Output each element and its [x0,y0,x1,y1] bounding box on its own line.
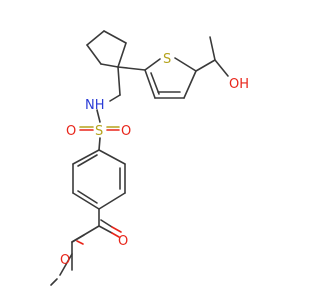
bond [72,149,100,165]
bond [100,219,113,228]
bond [195,59,216,72]
bond [98,137,101,151]
bond [111,232,120,238]
bond [150,72,160,95]
bond [59,253,73,276]
molecule-structure: NH S O O S OH O O [50,30,249,286]
thiophene-s-label: S [163,52,171,67]
bond [98,192,126,210]
bond [103,30,127,44]
carbonyl-o-label: O [118,234,128,249]
bond [71,234,85,243]
hydroxyl-label: OH [229,77,249,92]
bonds [71,30,229,271]
bond [117,42,127,68]
nh-label: NH [85,98,105,113]
atom-labels: NH S O O S OH O O [60,52,249,268]
bond [144,58,161,71]
sulfonyl-s-label: S [95,124,103,139]
bond [72,192,100,210]
bond [117,66,146,71]
bond [183,70,197,99]
bond [77,154,98,167]
bond [209,36,216,61]
bond [109,94,121,102]
bond [50,278,58,286]
bond [174,57,197,72]
bond [96,109,101,123]
bond [100,63,119,68]
bond [144,69,156,99]
bond [214,59,229,77]
bond [77,190,98,204]
sulfonyl-o-right-label: O [121,124,131,139]
bond [76,240,84,245]
ester-bonds [59,234,85,276]
ester-o-label: O [60,253,70,268]
bond [86,30,105,46]
bond [117,66,121,96]
colored-bonds [50,126,122,286]
bond [111,226,122,233]
bond [98,225,113,234]
sulfonyl-o-left-label: O [66,124,76,139]
bond [98,149,126,165]
bond [86,44,102,65]
